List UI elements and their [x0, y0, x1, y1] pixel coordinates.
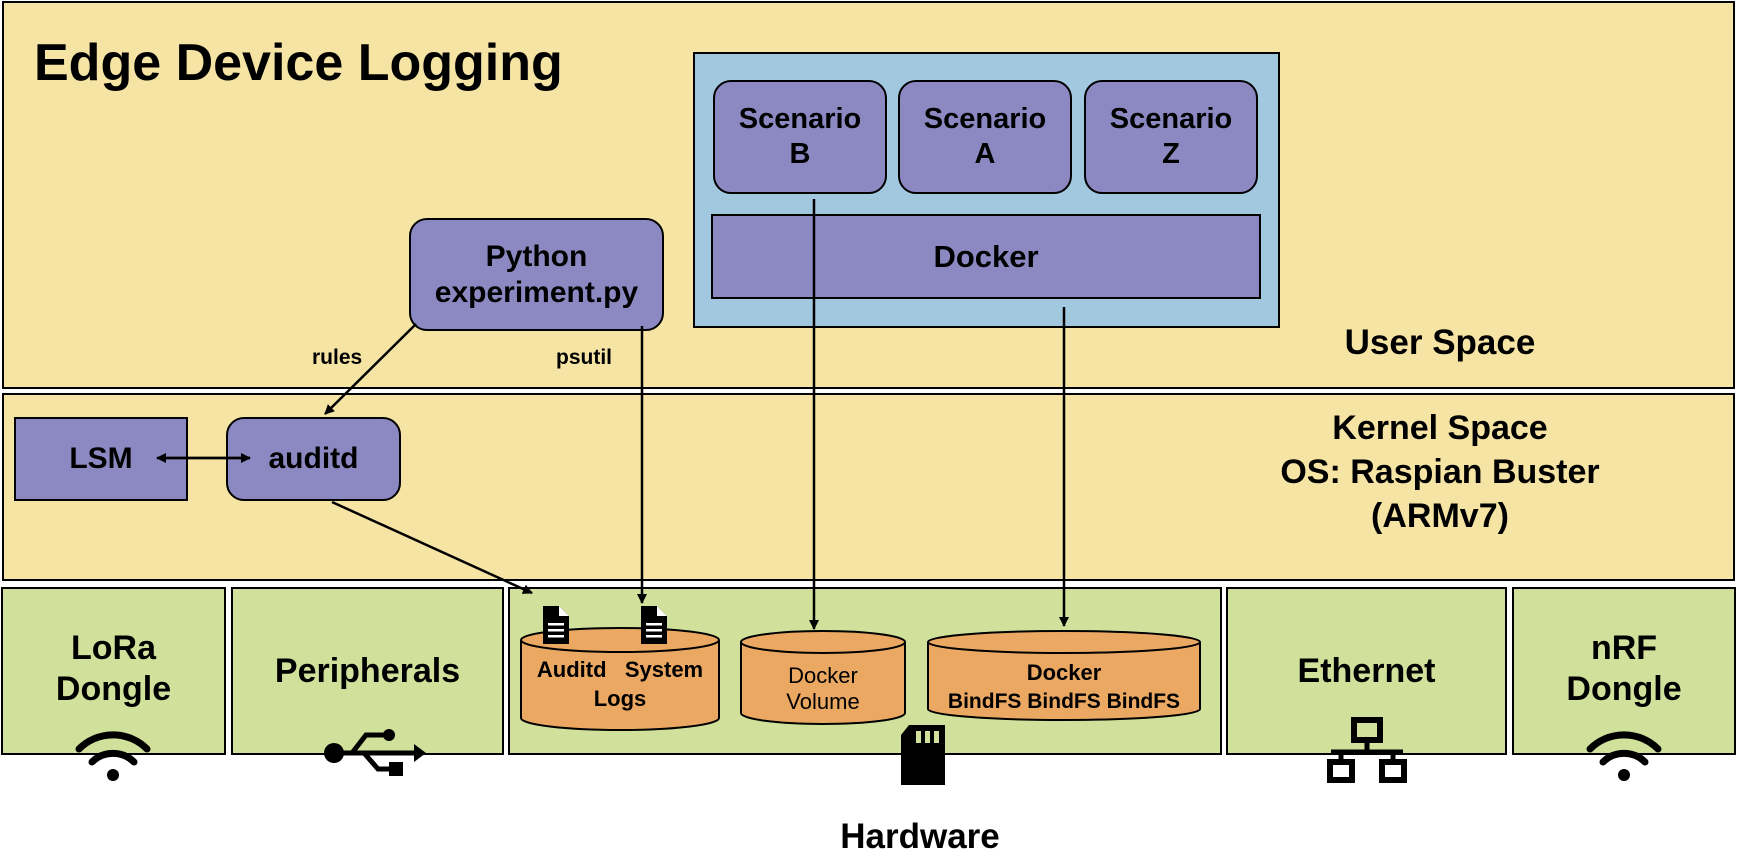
rules-edge-label: rules — [312, 346, 363, 369]
wifi-icon — [1586, 731, 1662, 781]
scenario-z-box: Scenario Z — [1084, 80, 1258, 194]
bindfs-label-line2: BindFS BindFS BindFS — [947, 690, 1181, 713]
auditd-label: auditd — [268, 442, 359, 475]
python-experiment-box: Python experiment.py — [409, 218, 664, 331]
logs-cylinder — [520, 627, 720, 731]
ethernet-label: Ethernet — [1297, 652, 1436, 690]
psutil-edge-label: psutil — [556, 346, 612, 369]
lora-dongle-label: LoRa Dongle — [55, 629, 172, 708]
wifi-icon — [75, 731, 151, 781]
network-icon — [1327, 717, 1407, 783]
kernel-space-label: Kernel Space OS: Raspian Buster (ARMv7) — [1280, 409, 1600, 536]
document-icon — [641, 606, 667, 644]
docker-box: Docker — [711, 214, 1261, 299]
hardware-ethernet-cell — [1226, 587, 1507, 755]
hardware-peripherals-cell — [231, 587, 504, 755]
docker-volume-cylinder — [740, 630, 906, 725]
scenario-b-label: Scenario B — [738, 103, 862, 170]
scenario-a-box: Scenario A — [898, 80, 1072, 194]
docker-volume-label: Docker Volume — [786, 663, 860, 715]
peripherals-label: Peripherals — [274, 652, 461, 690]
bindfs-label-line1: Docker — [1026, 660, 1102, 685]
hardware-lora-cell — [1, 587, 226, 755]
lsm-label: LSM — [69, 442, 133, 475]
rules-arrow — [324, 323, 417, 415]
nrf-dongle-label: nRF Dongle — [1566, 629, 1682, 708]
logs-label-line2: Logs — [593, 686, 647, 711]
docker-bindfs-cylinder — [927, 630, 1201, 721]
scenario-a-label: Scenario A — [923, 103, 1047, 170]
user-space-label: User Space — [1344, 323, 1536, 362]
auditd-logs-arrow — [331, 500, 533, 595]
diagram-title: Edge Device Logging — [34, 34, 563, 92]
python-experiment-label: Python experiment.py — [434, 239, 639, 309]
usb-icon — [324, 729, 426, 776]
logs-label-line1: Auditd System — [536, 657, 704, 682]
sd-card-icon — [901, 725, 945, 785]
scenario-z-label: Scenario Z — [1109, 103, 1233, 170]
document-icon — [543, 606, 569, 644]
scenario-b-box: Scenario B — [713, 80, 887, 194]
hardware-label: Hardware — [840, 817, 1000, 856]
docker-label: Docker — [933, 238, 1039, 274]
auditd-box: auditd — [226, 417, 401, 501]
